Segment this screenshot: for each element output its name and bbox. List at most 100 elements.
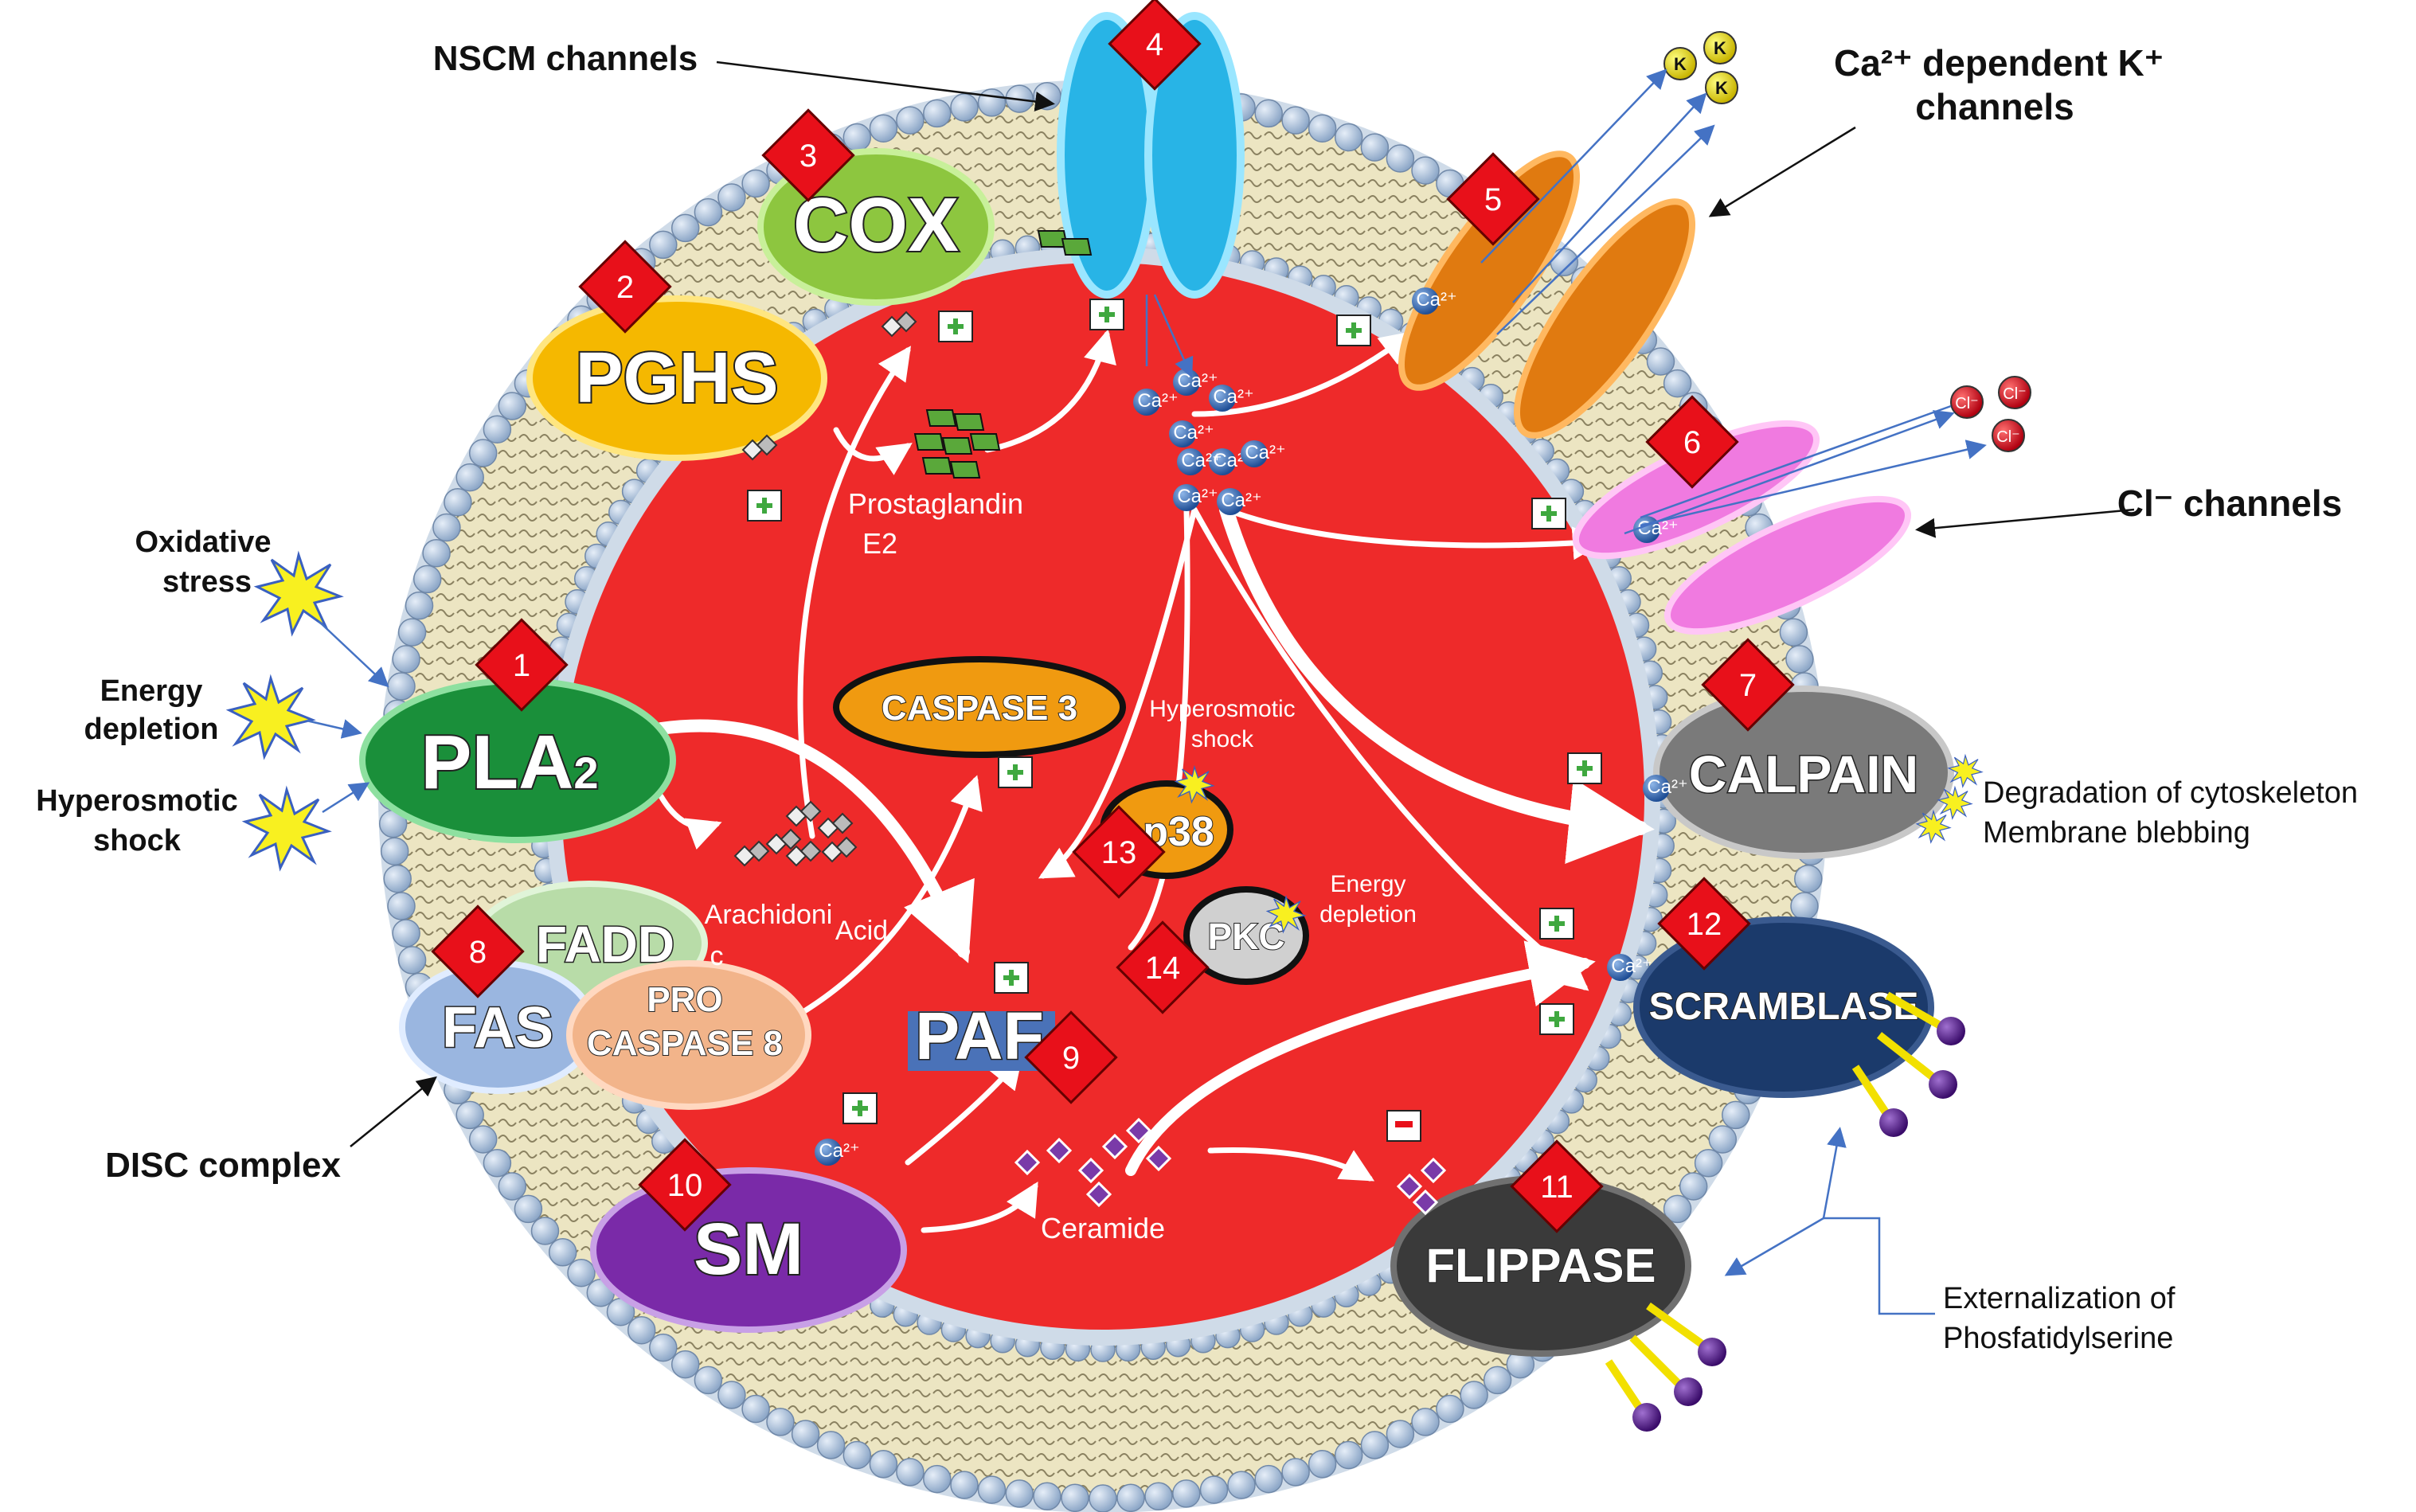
lipid-head-icon (649, 1333, 678, 1362)
lipid-head-icon (397, 946, 427, 975)
step-marker-11: 11 (1510, 1139, 1604, 1233)
calcium-ion-label: Ca²⁺ (819, 1140, 859, 1162)
lipid-head-icon (816, 1431, 846, 1459)
energy-depletion-label-2: depletion (84, 713, 219, 746)
lipid-head-icon (498, 1172, 527, 1201)
pghs-enzyme[interactable] (526, 295, 827, 461)
externalization-label-1: Externalization of (1943, 1282, 2176, 1315)
lipid-head-icon (977, 88, 1007, 117)
lipid-head-icon (1386, 1420, 1415, 1448)
lipid-head-icon (1663, 1194, 1692, 1224)
k-channels-label-1: Ca²⁺ dependent K⁺ (1834, 42, 2164, 84)
lipid-head-icon (741, 1394, 770, 1424)
lipid-head-icon (896, 1458, 925, 1487)
svg-text:K: K (1674, 54, 1687, 74)
lipid-head-icon (1360, 133, 1390, 162)
pathway-arrows (655, 329, 1655, 1233)
lipid-head-icon (1144, 1482, 1173, 1511)
lipid-head-icon (717, 1381, 746, 1409)
lipid-head-icon (530, 1217, 560, 1245)
lipid-head-icon (483, 1149, 512, 1178)
calcium-ion-icon (1209, 448, 1236, 475)
arachidonic-label-1: Arachidoni (705, 900, 833, 930)
svg-text:Cl⁻: Cl⁻ (2003, 385, 2026, 403)
lipid-head-icon (1460, 1381, 1488, 1409)
step-number: 13 (1101, 835, 1137, 870)
calcium-ion-icon (1169, 420, 1196, 447)
lipid-head-icon (1172, 1479, 1201, 1508)
lipid-head-icon (1483, 1365, 1512, 1395)
calcium-ion-label: Ca²⁺ (1245, 442, 1285, 463)
calcium-ion-icon (1133, 389, 1160, 416)
blebbing-label: Membrane blebbing (1983, 816, 2250, 850)
step-number: 4 (1146, 27, 1163, 62)
lipid-head-icon (717, 183, 746, 212)
lipid-head-icon (548, 1238, 577, 1267)
lipid-head-icon (1334, 1440, 1363, 1470)
activation-signs (748, 299, 1601, 1142)
calcium-ions: Ca²⁺Ca²⁺Ca²⁺Ca²⁺Ca²⁺Ca²⁺Ca²⁺Ca²⁺Ca²⁺Ca²⁺… (815, 287, 1688, 1166)
lipid-head-icon (923, 1464, 952, 1494)
k-channels-label-2: channels (1915, 86, 2074, 127)
step-marker-4: 4 (1108, 0, 1202, 91)
procaspase-label-2: CASPASE 8 (587, 1024, 783, 1063)
lipid-head-icon (1790, 892, 1819, 920)
energy-inner-label-1: Energy (1330, 871, 1405, 897)
lipid-head-icon (869, 1450, 898, 1479)
sm-label: SM (694, 1209, 803, 1290)
lipid-head-icon (1386, 144, 1415, 173)
lipid-head-icon (627, 1315, 656, 1345)
lipid-head-icon (567, 1258, 596, 1287)
lipid-head-icon (387, 892, 416, 920)
step-number: 10 (667, 1168, 703, 1203)
step-marker-7: 7 (1701, 638, 1795, 732)
lipid-head-icon (694, 1365, 723, 1395)
calcium-ion-label: Ca²⁺ (1416, 289, 1456, 311)
lipid-head-icon (842, 123, 872, 152)
calcium-ion-icon (1209, 385, 1236, 412)
step-marker-1: 1 (475, 618, 569, 712)
step-marker-14: 14 (1116, 920, 1210, 1014)
p38-label: p38 (1143, 809, 1214, 855)
lipid-head-icon (1679, 1172, 1708, 1201)
svg-text:Cl⁻: Cl⁻ (1996, 428, 2019, 446)
step-number: 1 (513, 648, 530, 683)
lipid-head-icon (1033, 81, 1061, 111)
k-channel[interactable] (1374, 131, 1721, 458)
step-marker-12: 12 (1657, 877, 1751, 971)
step-number: 2 (616, 270, 634, 305)
nscm-channel[interactable] (1057, 12, 1245, 299)
calcium-ion-label: Ca²⁺ (1173, 422, 1214, 443)
lipid-head-icon (1061, 1483, 1089, 1512)
caspase3-label: CASPASE 3 (882, 689, 1077, 728)
calcium-ion-label: Ca²⁺ (1137, 390, 1178, 412)
step-marker-10: 10 (638, 1138, 732, 1232)
svg-text:K: K (1714, 38, 1726, 58)
lipid-head-icon (468, 439, 498, 467)
lipid-head-icon (1785, 645, 1814, 674)
lipid-head-icon (455, 1100, 484, 1130)
lipid-head-icon (842, 1440, 872, 1470)
lipid-head-icon (397, 618, 427, 647)
calcium-ion-label: Ca²⁺ (1647, 776, 1687, 798)
lipid-head-icon (412, 565, 442, 594)
lipid-head-icon (896, 106, 925, 135)
lipid-head-icon (670, 1350, 700, 1379)
step-number: 6 (1683, 425, 1701, 460)
step-marker-3: 3 (761, 108, 855, 202)
fas-label: FAS (442, 996, 553, 1060)
energy-depletion-label-1: Energy (100, 674, 203, 708)
lipid-head-icon (1663, 369, 1692, 398)
calpain-enzyme[interactable] (1653, 686, 1954, 859)
svg-text:K: K (1715, 78, 1728, 98)
caspase3-enzyme[interactable] (833, 656, 1126, 758)
pkc-label: PKC (1207, 916, 1284, 957)
calcium-ion-label: Ca²⁺ (1181, 450, 1222, 471)
ceramide-label: Ceramide (1041, 1212, 1165, 1244)
scramblase-label: SCRAMBLASE (1649, 986, 1919, 1028)
lipid-head-icon (468, 1125, 498, 1154)
step-number: 8 (469, 935, 487, 970)
lipid-head-icon (483, 415, 512, 443)
phosphatidylserine-icon (1605, 991, 1965, 1432)
